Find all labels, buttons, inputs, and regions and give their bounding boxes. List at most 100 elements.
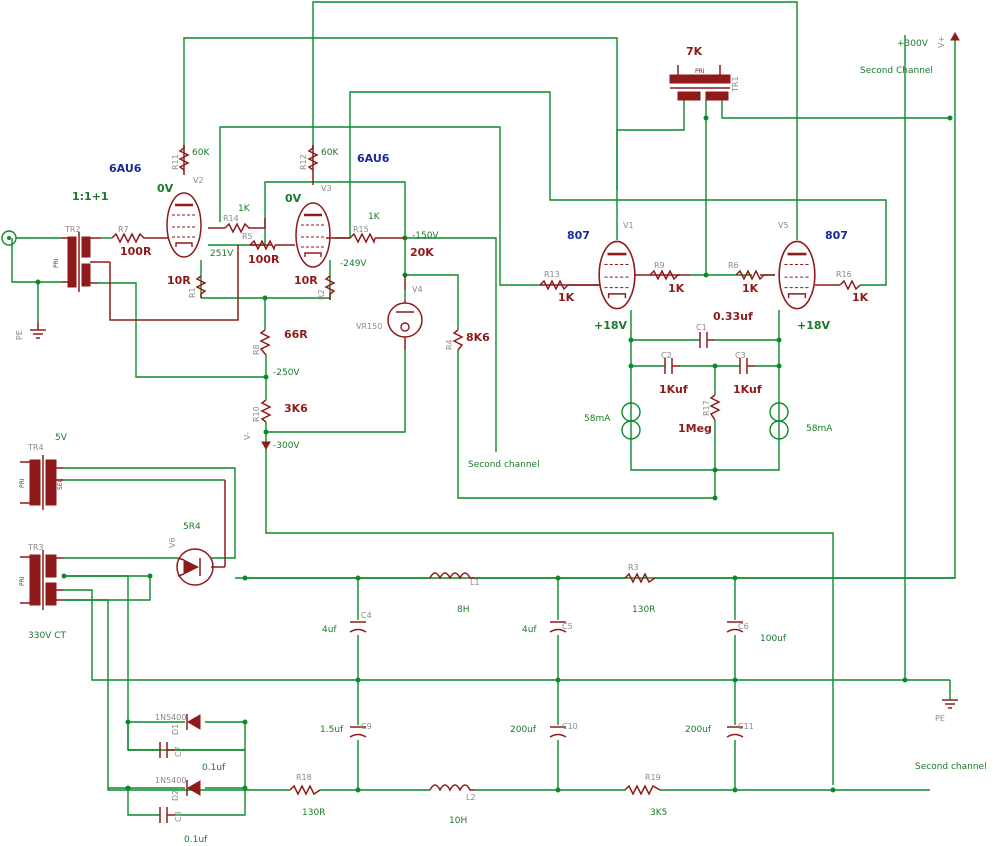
- resistors: [111, 145, 861, 796]
- volt-minus-300: -300V: [273, 441, 300, 451]
- ground-symbol-pe-input: [30, 322, 46, 339]
- value-c9: 1.5uf: [320, 725, 344, 735]
- value-r1: 10R: [167, 274, 191, 287]
- label-d1: D1: [171, 724, 180, 735]
- label-c7: C7: [174, 746, 183, 757]
- input-jack: [1, 230, 17, 246]
- label-r19: R19: [645, 773, 661, 782]
- label-l2: L2: [466, 793, 476, 802]
- label-r10: R10: [252, 406, 261, 422]
- volt-251: 251V: [210, 249, 234, 259]
- label-tr2: TR2: [64, 225, 81, 234]
- label-c10: C10: [562, 722, 578, 731]
- label-c9: C9: [361, 722, 372, 731]
- label-v6-type: 5R4: [183, 522, 201, 532]
- label-current-a: 58mA: [584, 414, 611, 424]
- label-v6: V6: [168, 537, 177, 548]
- value-r17: 1Meg: [678, 422, 712, 435]
- label-r8: R8: [252, 344, 261, 355]
- wires: [11, 1, 956, 816]
- value-r5: 100R: [248, 253, 280, 266]
- inductors: [429, 572, 475, 792]
- value-c7: 0.1uf: [202, 763, 226, 773]
- label-tr1: TR1: [731, 76, 740, 93]
- label-vminus: V-: [243, 432, 252, 440]
- label-vplus: V+: [937, 36, 946, 48]
- label-r11: R11: [171, 154, 180, 170]
- value-c3: 1Kuf: [733, 383, 762, 396]
- label-d1-type: 1N5400: [155, 713, 186, 722]
- value-r15: 1K: [368, 212, 381, 222]
- label-r1: R1: [188, 287, 197, 298]
- label-r3: R3: [628, 563, 639, 572]
- label-plus-300: +300V: [897, 39, 929, 49]
- label-current-b: 58mA: [806, 424, 833, 434]
- tube-v2: [165, 191, 203, 259]
- value-r4: 8K6: [466, 331, 490, 344]
- label-tr3: TR3: [27, 543, 44, 552]
- label-r2: R2: [317, 289, 326, 300]
- label-pri-tr2: PRI: [53, 258, 60, 268]
- volt-v1-cathode: +18V: [594, 319, 628, 332]
- label-second-channel-top: Second Channel: [860, 66, 933, 76]
- label-r18: R18: [296, 773, 312, 782]
- value-c1: 0.33uf: [713, 310, 753, 323]
- label-d2-type: 1N5400: [155, 776, 186, 785]
- label-v4-type: VR150: [356, 322, 382, 331]
- value-c5: 4uf: [522, 625, 537, 635]
- label-r15: R15: [353, 225, 369, 234]
- tube-v3: [294, 201, 332, 269]
- label-l1: L1: [470, 578, 480, 587]
- transformer-tr2: [62, 232, 115, 321]
- value-r6: 1K: [742, 282, 759, 295]
- volt-minus-150: -150V: [412, 231, 439, 241]
- value-r10: 3K6: [284, 402, 308, 415]
- label-second-channel-mid: Second channel: [468, 460, 540, 470]
- supply-arrow: [950, 31, 960, 41]
- transformer-tr4: [20, 455, 64, 510]
- regulator-v4: [387, 300, 423, 350]
- value-c6: 100uf: [760, 634, 787, 644]
- value-r3: 130R: [632, 605, 655, 615]
- label-v2-type: 6AU6: [109, 162, 142, 175]
- label-r5: R5: [242, 232, 253, 241]
- junctions: [35, 115, 953, 793]
- label-v2: V2: [193, 176, 204, 185]
- label-r13: R13: [544, 270, 560, 279]
- label-r9: R9: [654, 261, 665, 270]
- label-v1: V1: [623, 221, 634, 230]
- label-c8: C8: [174, 811, 183, 822]
- volt-v5-cathode: +18V: [797, 319, 831, 332]
- value-r2: 10R: [294, 274, 318, 287]
- label-c4: C4: [361, 611, 372, 620]
- volt-v3-plate: 0V: [285, 192, 302, 205]
- value-c11: 200uf: [685, 725, 712, 735]
- volt-v2-plate: 0V: [157, 182, 174, 195]
- label-pri-tr4: PRI: [19, 478, 26, 488]
- value-r13: 1K: [558, 291, 575, 304]
- label-sec-tr4: SEC: [57, 478, 64, 490]
- vminus-arrow: [261, 441, 271, 451]
- volt-minus-250: -250V: [273, 368, 300, 378]
- value-r19: 3K5: [650, 808, 667, 818]
- value-r7: 100R: [120, 245, 152, 258]
- label-v5: V5: [778, 221, 789, 230]
- value-tr4: 5V: [55, 433, 68, 443]
- value-r14: 1K: [238, 204, 251, 214]
- label-v1-type: 807: [567, 229, 590, 242]
- value-r11: 60K: [192, 148, 210, 158]
- label-c6: C6: [738, 622, 749, 631]
- label-v4: V4: [412, 285, 423, 294]
- label-tr2-ratio: 1:1+1: [72, 190, 109, 203]
- label-pri-tr3: PRI: [19, 576, 26, 586]
- value-c10: 200uf: [510, 725, 537, 735]
- diodes: [186, 714, 201, 796]
- label-r4: R4: [445, 339, 454, 350]
- value-r12: 60K: [321, 148, 339, 158]
- value-l2: 10H: [449, 816, 467, 826]
- value-20k: 20K: [410, 246, 434, 259]
- label-second-channel-bottom: Second channel: [915, 762, 987, 772]
- value-c2: 1Kuf: [659, 383, 688, 396]
- value-r8: 66R: [284, 328, 308, 341]
